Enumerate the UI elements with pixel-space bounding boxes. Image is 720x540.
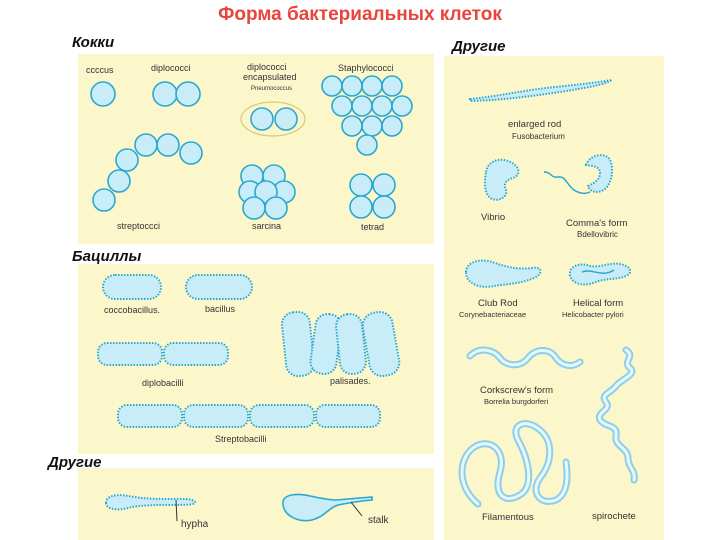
streptococci-label: streptoccci	[117, 221, 160, 231]
section-label-cocci: Кокки	[72, 34, 115, 51]
commas-form-label: Comma's form	[566, 218, 628, 229]
filamentous-cell	[458, 420, 571, 508]
staphylococci-cells	[321, 75, 413, 156]
section-label-bacilli: Бациллы	[72, 248, 142, 265]
bdellovibrio-label: Bdellovibric	[577, 230, 618, 239]
pneumococcus-label: Pneumococcus	[251, 86, 292, 92]
enlarged-rod-label: enlarged rod	[508, 119, 561, 130]
streptococci-cells	[92, 133, 203, 212]
spirochete-cell	[595, 346, 638, 484]
diplobacilli-label: diplobacilli	[142, 378, 184, 388]
palisades-label: palisades.	[330, 376, 371, 386]
enlarged-rod-cell	[469, 79, 613, 103]
filamentous-label: Filamentous	[482, 512, 534, 523]
streptobacilli-cells	[117, 404, 381, 428]
hypha-cell	[104, 494, 196, 511]
comma-form-cell	[543, 154, 614, 195]
vibrio-label: Vibrio	[481, 212, 505, 223]
tetrad-label: tetrad	[361, 222, 384, 232]
hypha-pointer	[175, 499, 178, 522]
coccus-cell	[90, 81, 116, 107]
sarcina-label: sarcina	[252, 221, 281, 231]
corkscrew-form-label: Corkscrew's form	[480, 385, 553, 396]
vibrio-cell	[483, 158, 520, 201]
bacillus-cell	[185, 274, 253, 300]
coccus-label: ccccus	[86, 65, 114, 75]
diplococci-label: diplococci	[151, 63, 191, 73]
corkscrew-form-cell	[466, 346, 584, 369]
stalk-pointer	[350, 501, 363, 517]
corynebacteriaceae-label: Corynebacteriaceae	[459, 310, 526, 319]
diplococci-encapsulated-cells	[240, 101, 306, 137]
helical-form-cell	[568, 262, 632, 286]
helical-form-label: Helical form	[573, 298, 623, 309]
bacillus-label: bacillus	[205, 304, 236, 314]
diplococci-encapsulated-label-2: encapsulated	[243, 72, 297, 82]
streptobacilli-label: Streptobacilli	[215, 434, 267, 444]
sarcina-cells	[238, 164, 296, 220]
palisades-cells	[280, 310, 401, 378]
page-title: Форма бактериальных клеток	[218, 4, 502, 25]
club-rod-label: Club Rod	[478, 298, 518, 309]
fusobacterium-label: Fusobacterium	[512, 132, 565, 141]
club-rod-cell	[464, 259, 542, 288]
section-label-others-bottom: Другие	[48, 454, 102, 471]
tetrad-cells	[349, 173, 396, 219]
spirochete-label: spirochete	[592, 511, 636, 522]
hypha-label: hypha	[181, 519, 209, 530]
diplobacilli-cells	[97, 342, 229, 366]
stalk-label: stalk	[368, 515, 390, 526]
coccobacillus-label: coccobacillus.	[104, 305, 160, 315]
staphylococci-label: Staphylococci	[338, 63, 394, 73]
section-label-others-right: Другие	[452, 38, 506, 55]
diplococci-cells	[152, 81, 201, 107]
diplococci-encapsulated-label-1: diplococci	[247, 62, 287, 72]
stalk-cell	[282, 493, 373, 522]
borrelia-label: Borrelia burgdorferi	[484, 397, 549, 406]
helicobacter-label: Helicobacter pylori	[562, 310, 624, 319]
coccobacillus-cell	[102, 274, 162, 300]
